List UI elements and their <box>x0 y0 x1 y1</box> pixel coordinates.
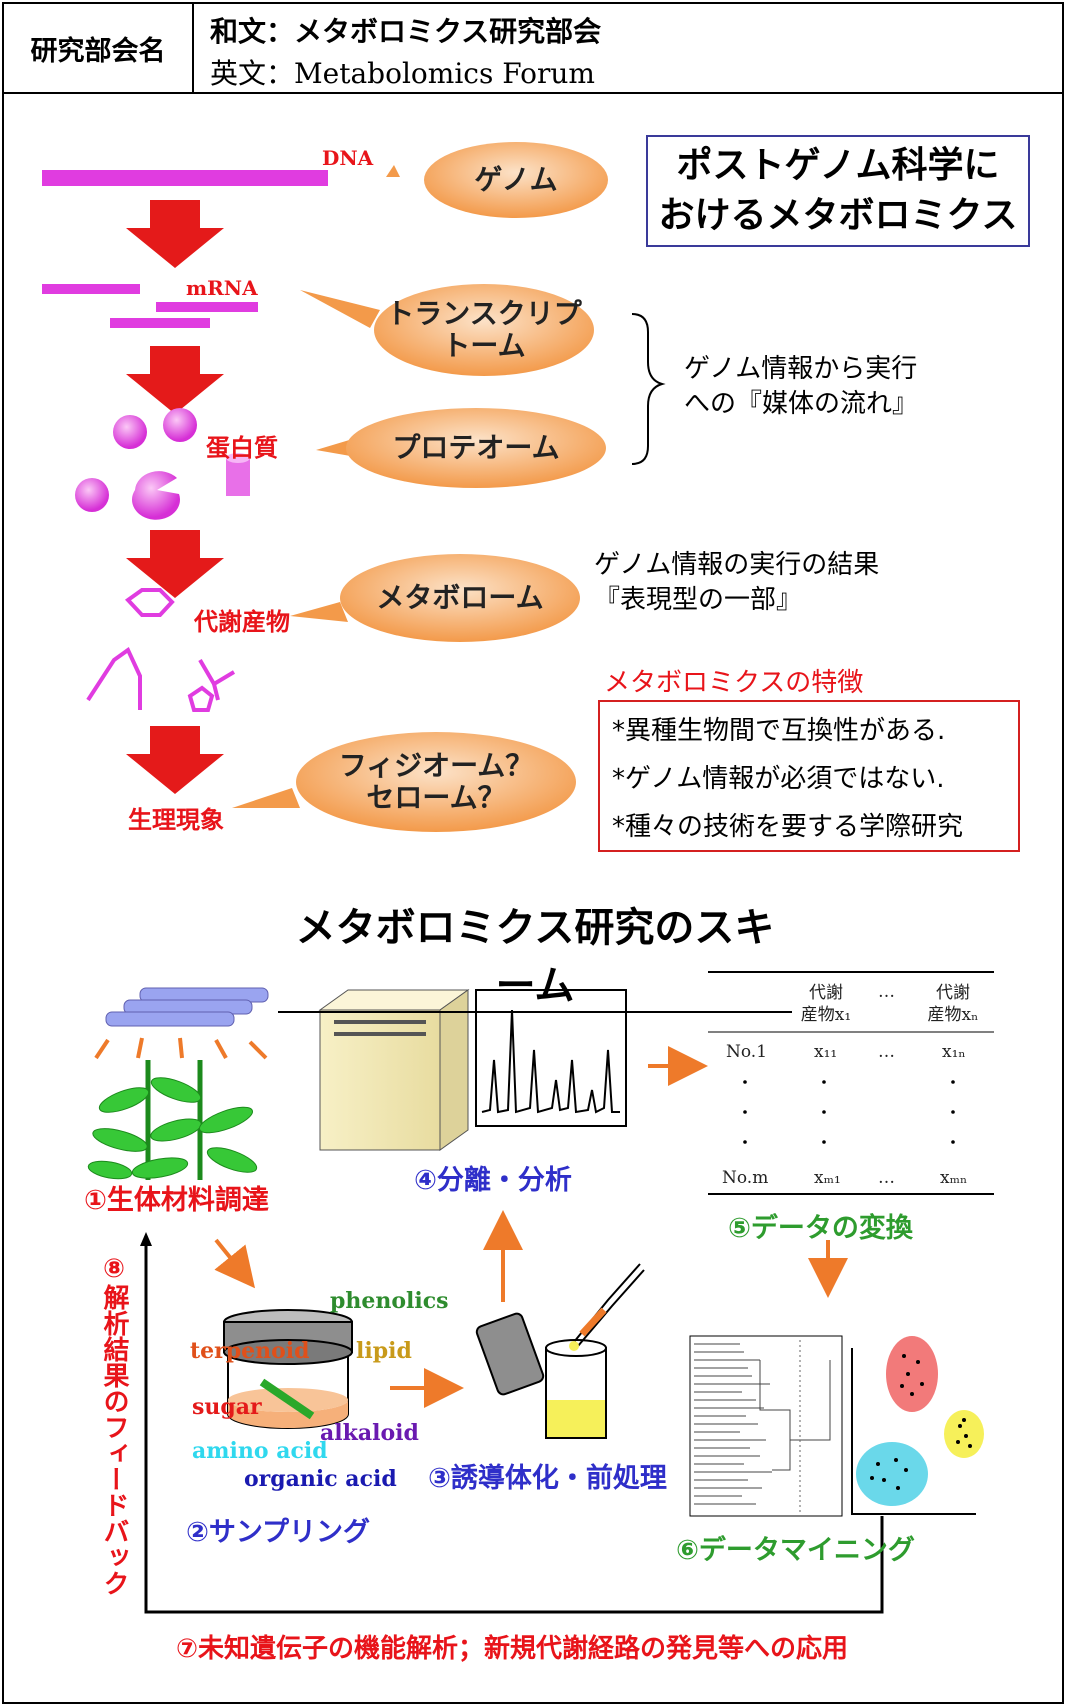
metabolite-shapes <box>86 588 236 712</box>
table-row-m-label: No.m <box>722 1168 769 1188</box>
table-vertical-dots <box>743 1080 955 1144</box>
protein-label: 蛋白質 <box>206 434 278 462</box>
step-5-label: ⑤データの変換 <box>728 1213 913 1244</box>
compound-organic-acid: organic acid <box>244 1466 397 1492</box>
red-arrow-4 <box>126 726 224 794</box>
red-arrow-1 <box>126 200 224 268</box>
feedback-arrowhead <box>140 1232 152 1246</box>
header-jp-name: 和文：メタボロミクス研究部会 <box>210 15 602 48</box>
scheme-title: メタボロミクス研究のスキーム <box>278 895 792 1013</box>
result-line-2: 『表現型の一部』 <box>594 585 803 616</box>
mrna-label: mRNA <box>186 276 258 300</box>
table-cell-x11: x₁₁ <box>814 1042 838 1062</box>
compound-phenolics: phenolics <box>330 1288 449 1314</box>
step-3-label: ③誘導体化・前処理 <box>428 1463 667 1494</box>
analyzer-icon <box>318 989 470 1151</box>
table-header-col1: 代謝 産物x₁ <box>800 982 852 1026</box>
table-row-m-dots: … <box>878 1168 895 1188</box>
dna-bar <box>42 170 328 186</box>
oval-proteome-label: プロテオーム <box>392 430 560 464</box>
header-label: 研究部会名 <box>4 4 194 92</box>
header-en-name: 英文：Metabolomics Forum <box>210 57 595 90</box>
oval-proteome <box>346 408 606 488</box>
oval-physiome-line-1: フィジオーム？ <box>338 748 534 782</box>
light-rays <box>94 1037 268 1060</box>
oval-physiome-line-2: セローム？ <box>366 781 506 814</box>
process-arrows <box>214 1046 848 1408</box>
oval-transcriptome-line-2: トーム <box>442 329 526 362</box>
feedback-line <box>144 1236 884 1614</box>
metabolite-label: 代謝産物 <box>194 608 290 636</box>
vial-icon <box>475 1263 645 1439</box>
chromatogram-trace <box>481 1009 620 1114</box>
compound-lipid: lipid <box>356 1338 412 1364</box>
dendrogram-chart <box>689 1335 843 1517</box>
table-cell-x1n: x₁ₙ <box>942 1042 966 1062</box>
header-row: 研究部会名 和文：メタボロミクス研究部会 英文：Metabolomics For… <box>4 4 1062 94</box>
title-line-2: おけるメタボロミクス <box>658 195 1018 236</box>
table-coln-line-1: 代謝 <box>936 983 970 1003</box>
table-coln-line-2: 産物xₙ <box>927 1005 979 1026</box>
step-6-label: ⑥データマイニング <box>676 1535 915 1566</box>
sample-jar-icon <box>223 1309 353 1429</box>
step-7-label: ⑦未知遺伝子の機能解析；新規代謝経路の発見等への応用 <box>176 1634 849 1664</box>
speech-ovals <box>232 142 608 832</box>
red-arrow-2 <box>126 346 224 414</box>
step-2-label: ②サンプリング <box>186 1517 371 1548</box>
oval-metabolome-label: メタボローム <box>376 580 544 614</box>
oval-transcriptome-line-1: トランスクリプ <box>386 296 582 330</box>
title-line-1: ポストゲノム科学に <box>676 144 1000 186</box>
feature-item: *異種生物間で互換性がある. <box>612 716 946 746</box>
table-cell-xmn: xₘₙ <box>940 1168 968 1188</box>
mrna-bar-2 <box>156 302 258 312</box>
post-genome-title-box: ポストゲノム科学におけるメタボロミクス <box>646 135 1030 247</box>
dna-label: DNA <box>322 146 374 170</box>
feature-item: *種々の技術を要する学際研究 <box>612 812 964 842</box>
arrow-1-to-2 <box>214 1238 256 1289</box>
feature-item: *ゲノム情報が必須ではない. <box>612 764 945 794</box>
oval-genome-label: ゲノム <box>474 162 558 196</box>
table-header-coln: 代謝 産物xₙ <box>926 982 980 1026</box>
media-flow-line-2: への『媒体の流れ』 <box>684 389 919 420</box>
oval-transcriptome <box>374 284 594 376</box>
compound-alkaloid: alkaloid <box>320 1420 419 1446</box>
curly-brace <box>631 313 666 465</box>
result-line-1: ゲノム情報の実行の結果 <box>594 550 880 580</box>
table-cell-xm1: xₘ₁ <box>814 1168 841 1188</box>
lamp-icon <box>105 987 269 1027</box>
oval-metabolome <box>340 554 580 642</box>
step-1-label: ①生体材料調達 <box>84 1185 269 1216</box>
oval-physiome <box>296 732 576 832</box>
phenomenon-label: 生理現象 <box>128 806 224 834</box>
mrna-bar-3 <box>110 318 210 328</box>
flow-arrows <box>126 200 224 794</box>
table-col1-line-1: 代謝 <box>809 983 843 1003</box>
plant-icon <box>87 1060 258 1180</box>
table-header-dots: … <box>878 982 895 1002</box>
result-note: ゲノム情報の実行の結果 『表現型の一部』 <box>594 548 879 618</box>
mrna-bar-1 <box>42 284 140 294</box>
oval-genome <box>424 142 608 218</box>
media-flow-line-1: ゲノム情報から実行 <box>684 354 918 384</box>
table-col1-line-2: 産物x₁ <box>800 1005 852 1026</box>
protein-shapes <box>75 408 250 520</box>
step-4-label: ④分離・分析 <box>414 1165 572 1196</box>
compound-sugar: sugar <box>192 1394 262 1420</box>
media-flow-note: ゲノム情報から実行 への『媒体の流れ』 <box>684 352 918 422</box>
scatter-plot-chart <box>851 1336 984 1515</box>
compound-terpenoid: terpenoid <box>190 1338 310 1364</box>
features-box: *異種生物間で互換性がある. *ゲノム情報が必須ではない. *種々の技術を要する… <box>598 700 1020 852</box>
table-row-1-dots: … <box>878 1042 895 1062</box>
table-row-1-label: No.1 <box>726 1042 768 1062</box>
step-8-label: ⑧解析結果のフィードバック <box>99 1254 129 1596</box>
features-title: メタボロミクスの特徴 <box>604 668 864 698</box>
red-arrow-3 <box>126 530 224 598</box>
compound-amino-acid: amino acid <box>192 1438 328 1464</box>
